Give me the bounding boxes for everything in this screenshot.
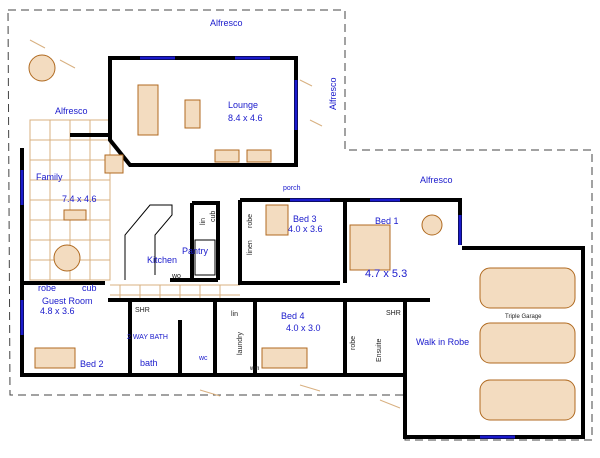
alfresco-left-label: Alfresco — [55, 106, 88, 116]
wc-label: wc — [198, 355, 208, 362]
lounge-label: Lounge — [228, 100, 258, 110]
cars — [479, 267, 576, 421]
alfresco-outline — [7, 9, 593, 441]
kitchen-bench — [124, 204, 173, 280]
alfresco-top-label: Alfresco — [210, 18, 243, 28]
two-way-bath-label: 2 WAY BATH — [127, 334, 168, 341]
bed1-label: Bed 1 — [375, 216, 399, 226]
pantry-label: Pantry — [182, 246, 209, 256]
kitchen-wo-label: wo — [171, 273, 181, 280]
kitchen-lin-label: lin — [200, 218, 207, 225]
bed4-label: Bed 4 — [281, 311, 305, 321]
bed3-robe-label: robe — [247, 214, 254, 228]
family-label: Family — [36, 172, 63, 182]
guest-room-size: 4.8 x 3.6 — [40, 306, 75, 316]
alfresco-right-label: Alfresco — [328, 77, 338, 110]
furniture — [28, 54, 443, 369]
lounge-size: 8.4 x 4.6 — [228, 113, 263, 123]
ensuite-shr-label: SHR — [386, 310, 401, 317]
porch-label: porch — [283, 185, 301, 192]
guest-room-label: Guest Room — [42, 296, 93, 306]
bed1-size: 4.7 x 5.3 — [365, 268, 407, 280]
bed3-size: 4.0 x 3.6 — [288, 224, 323, 234]
bath-shr-label: SHR — [135, 307, 150, 314]
guest-cub-label: cub — [82, 283, 97, 293]
bed2-label: Bed 2 — [80, 359, 104, 369]
garage-walls — [403, 246, 585, 439]
bed4-robe-label: robe — [350, 336, 357, 350]
laundry-lin-label: lin — [231, 311, 238, 318]
laundry-label: laundry — [237, 332, 244, 355]
bed4-size: 4.0 x 3.0 — [286, 323, 321, 333]
walk-in-robe-label: Walk in Robe — [416, 337, 469, 347]
bed3-linen-label: linen — [247, 240, 254, 255]
kitchen-label: Kitchen — [147, 255, 177, 265]
kitchen-cub-label: cub — [210, 211, 217, 222]
bed3-label: Bed 3 — [293, 214, 317, 224]
alfresco-mid-label: Alfresco — [420, 175, 453, 185]
garage-label: Triple Garage — [505, 314, 542, 320]
ensuite-label: Ensuite — [376, 339, 383, 362]
guest-robe-label: robe — [38, 283, 56, 293]
family-size: 7.4 x 4.6 — [62, 194, 97, 204]
bath-label: bath — [140, 358, 158, 368]
wm-label: wm — [249, 366, 259, 372]
